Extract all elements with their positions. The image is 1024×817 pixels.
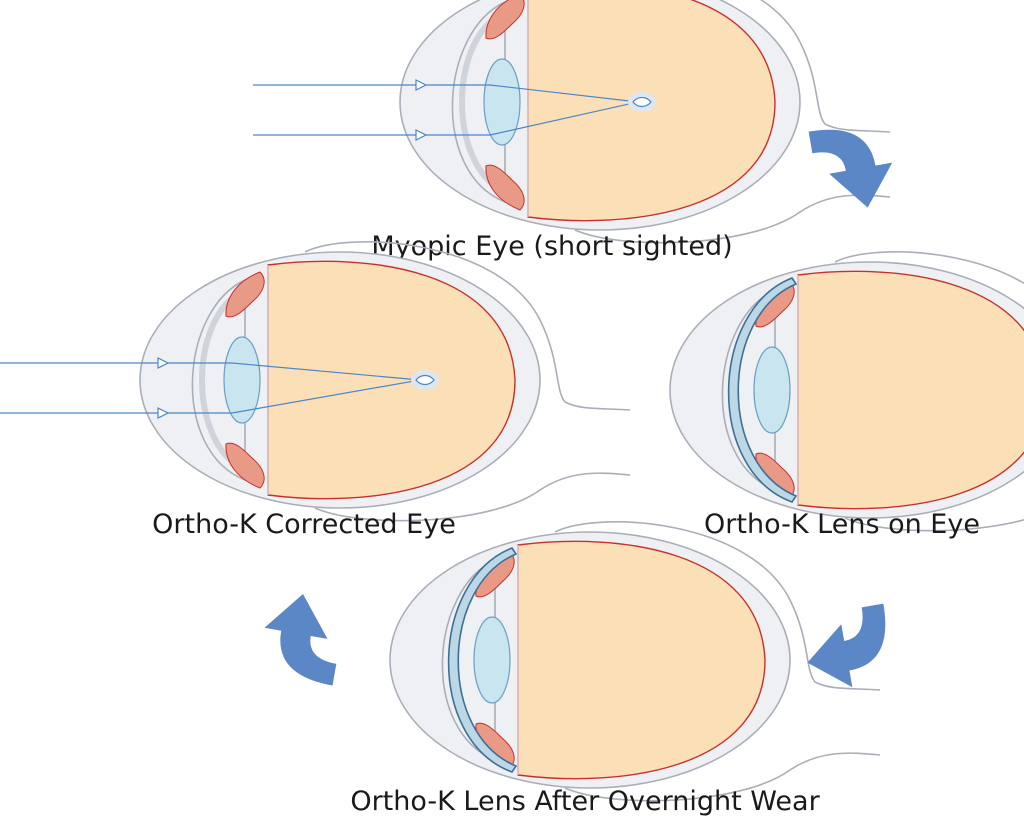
- myopic-eye-illustration: [253, 0, 890, 243]
- caption-lens-on-eye: Ortho-K Lens on Eye: [704, 509, 980, 540]
- light-rays: [0, 357, 421, 419]
- caption-myopic-eye: Myopic Eye (short sighted): [371, 231, 732, 262]
- light-rays: [253, 79, 639, 141]
- lens-on-eye-illustration: [670, 252, 1024, 531]
- corrected-eye-illustration: [0, 242, 630, 521]
- after-overnight-illustration: [390, 522, 880, 801]
- curved-arrow-icon: [256, 588, 348, 686]
- caption-corrected-eye: Ortho-K Corrected Eye: [152, 509, 456, 540]
- caption-after-overnight: Ortho-K Lens After Overnight Wear: [350, 786, 820, 817]
